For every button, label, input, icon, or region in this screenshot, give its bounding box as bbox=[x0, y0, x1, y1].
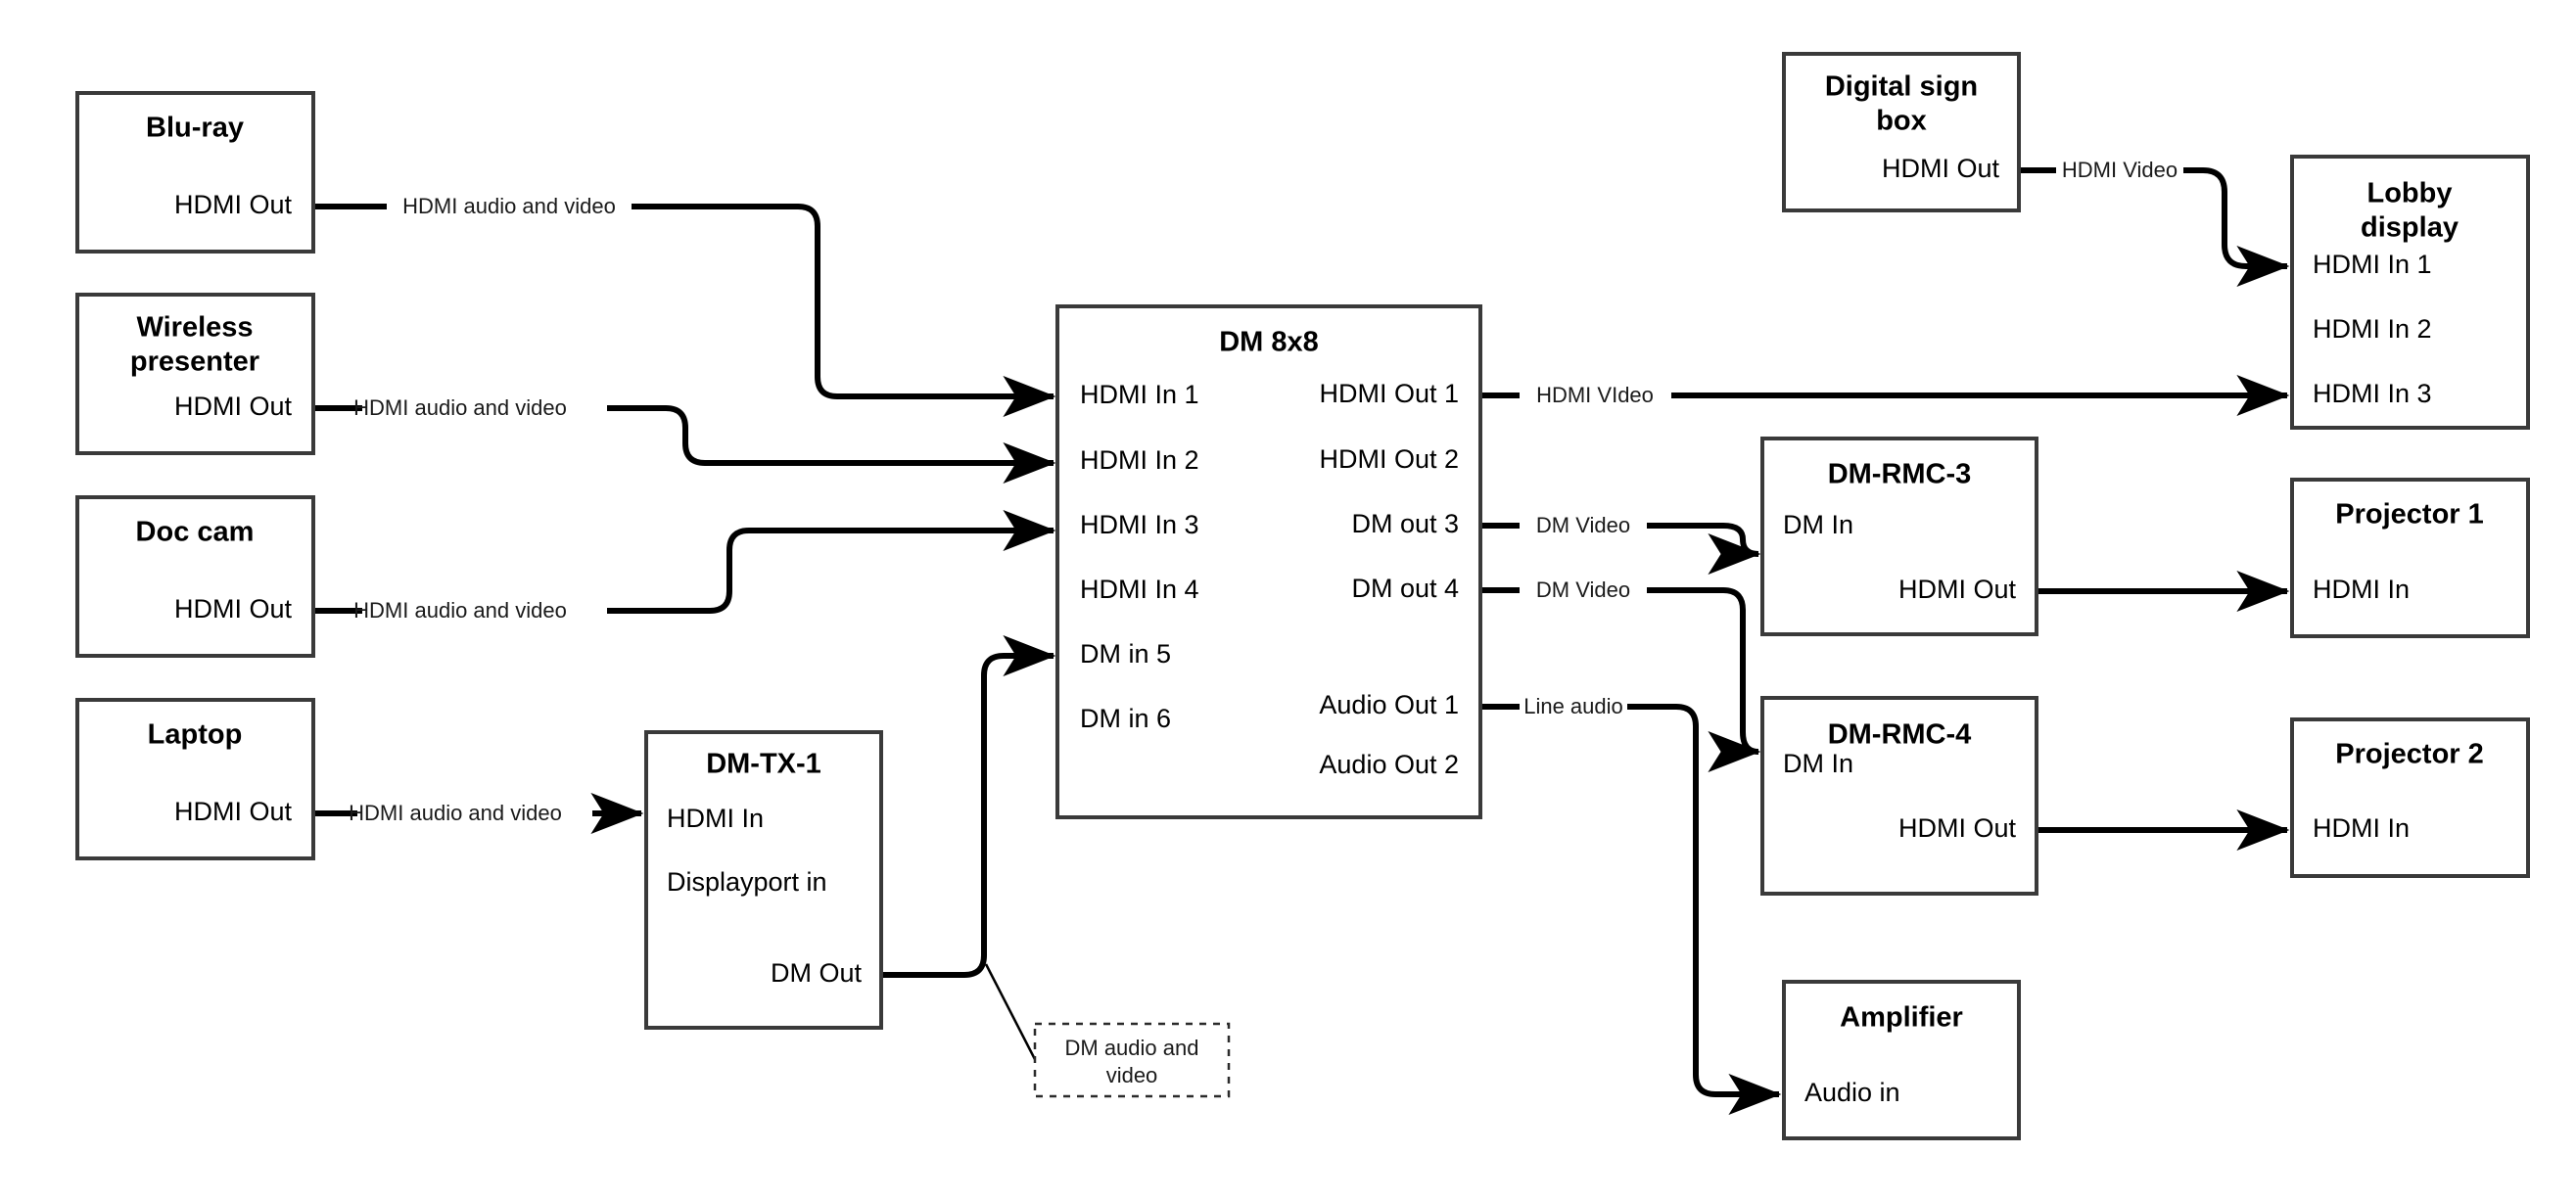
connection-doccam-to-hdmi-in-3: HDMI audio and video bbox=[313, 510, 1056, 623]
dm-8x8-input-dm-in-6: DM in 6 bbox=[1080, 704, 1171, 733]
dm-rmc-3-port-dm-in: DM In bbox=[1783, 510, 1853, 539]
dm-8x8-input-dm-in-5: DM in 5 bbox=[1080, 639, 1171, 669]
dm-8x8-output-audio-out-2: Audio Out 2 bbox=[1319, 750, 1459, 779]
connection-dm-out-3-to-rmc3: DM Video bbox=[1480, 513, 1761, 575]
wireless-presenter-box-outline bbox=[75, 293, 315, 455]
device-box-amplifier[interactable]: Amplifier Audio in bbox=[1782, 980, 2021, 1140]
wire-label-bluray: HDMI audio and video bbox=[402, 194, 616, 218]
wire-label-laptop: HDMI audio and video bbox=[349, 801, 562, 825]
laptop-port-hdmi-out: HDMI Out bbox=[174, 797, 293, 826]
device-box-dm-8x8[interactable]: DM 8x8 HDMI In 1 HDMI In 2 HDMI In 3 HDM… bbox=[1055, 304, 1482, 819]
blu-ray-title: Blu-ray bbox=[146, 113, 244, 144]
digital-sign-box-title-line-1: Digital sign bbox=[1825, 71, 1978, 103]
doc-cam-port-hdmi-out: HDMI Out bbox=[174, 594, 293, 624]
connection-dmtx-to-dm-in-5 bbox=[881, 635, 1056, 1070]
wire-label-dm-out-3: DM Video bbox=[1536, 513, 1630, 537]
dm-8x8-output-hdmi-out-2: HDMI Out 2 bbox=[1319, 444, 1459, 474]
lobby-display-title-line-2: display bbox=[2361, 212, 2459, 244]
connection-laptop-to-dmtx: HDMI audio and video bbox=[313, 793, 644, 834]
wireless-presenter-port-hdmi-out: HDMI Out bbox=[174, 392, 293, 421]
wire-label-dm-out-4: DM Video bbox=[1536, 577, 1630, 602]
connection-dm-out-4-to-rmc4: DM Video bbox=[1480, 577, 1761, 772]
dm-rmc-3-port-hdmi-out: HDMI Out bbox=[1898, 575, 2017, 604]
callout-note-box bbox=[1033, 1022, 1231, 1098]
wire-label-hdmi-out-1: HDMI VIdeo bbox=[1536, 383, 1654, 407]
projector-2-port-hdmi-in: HDMI In bbox=[2313, 813, 2410, 843]
connection-wireless-to-hdmi-in-2: HDMI audio and video bbox=[313, 395, 1056, 484]
digital-sign-box-port-hdmi-out: HDMI Out bbox=[1882, 154, 2000, 183]
amplifier-port-audio-in: Audio in bbox=[1804, 1078, 1900, 1107]
laptop-title: Laptop bbox=[148, 719, 243, 751]
dm-8x8-output-hdmi-out-1: HDMI Out 1 bbox=[1319, 379, 1459, 408]
dm-tx-1-port-hdmi-in: HDMI In bbox=[667, 804, 764, 833]
device-box-lobby-display[interactable]: Lobby display HDMI In 1 HDMI In 2 HDMI I… bbox=[2290, 155, 2530, 430]
device-box-projector-1[interactable]: Projector 1 HDMI In bbox=[2290, 478, 2530, 638]
projector-2-title: Projector 2 bbox=[2335, 739, 2484, 770]
doc-cam-title: Doc cam bbox=[136, 517, 255, 548]
dm-tx-1-port-dm-out: DM Out bbox=[771, 958, 863, 988]
projector-2-box-outline bbox=[2290, 717, 2530, 878]
device-box-dm-rmc-4[interactable]: DM-RMC-4 DM In HDMI Out bbox=[1760, 696, 2038, 896]
dm-8x8-input-hdmi-in-1: HDMI In 1 bbox=[1080, 380, 1199, 409]
dm-8x8-box-outline bbox=[1055, 304, 1482, 819]
projector-1-port-hdmi-in: HDMI In bbox=[2313, 575, 2410, 604]
connection-signbox-to-lobby: HDMI Video bbox=[2019, 158, 2290, 287]
doc-cam-box-outline bbox=[75, 495, 315, 658]
lobby-display-title-line-1: Lobby bbox=[2367, 178, 2453, 209]
digital-sign-box-outline bbox=[1782, 52, 2021, 212]
dm-rmc-4-title: DM-RMC-4 bbox=[1828, 719, 1972, 751]
connection-audio-out-1-to-amp: Line audio bbox=[1480, 694, 1782, 1115]
dm-8x8-output-audio-out-1: Audio Out 1 bbox=[1319, 690, 1459, 719]
blu-ray-port-hdmi-out: HDMI Out bbox=[174, 190, 293, 219]
callout-note-line-2: video bbox=[1106, 1063, 1158, 1087]
dm-rmc-4-box-outline bbox=[1760, 696, 2038, 896]
lobby-display-box-outline bbox=[2290, 155, 2530, 430]
dm-rmc-4-port-hdmi-out: HDMI Out bbox=[1898, 813, 2017, 843]
device-box-doc-cam[interactable]: Doc cam HDMI Out bbox=[75, 495, 315, 658]
projector-1-title: Projector 1 bbox=[2335, 499, 2484, 531]
dm-8x8-output-dm-out-3: DM out 3 bbox=[1351, 509, 1459, 538]
dm-tx-1-box-outline bbox=[644, 730, 883, 1030]
dm-rmc-4-port-dm-in: DM In bbox=[1783, 749, 1853, 778]
blu-ray-box-outline bbox=[75, 91, 315, 254]
device-box-digital-sign-box[interactable]: Digital sign box HDMI Out bbox=[1782, 52, 2021, 212]
amplifier-box-outline bbox=[1782, 980, 2021, 1140]
lobby-display-port-hdmi-in-1: HDMI In 1 bbox=[2313, 250, 2432, 279]
callout-leader-line bbox=[984, 963, 1042, 1070]
projector-1-box-outline bbox=[2290, 478, 2530, 638]
dm-rmc-3-box-outline bbox=[1760, 437, 2038, 636]
device-box-wireless-presenter[interactable]: Wireless presenter HDMI Out bbox=[75, 293, 315, 455]
device-box-dm-rmc-3[interactable]: DM-RMC-3 DM In HDMI Out bbox=[1760, 437, 2038, 636]
dm-tx-1-port-displayport-in: Displayport in bbox=[667, 867, 827, 897]
device-box-laptop[interactable]: Laptop HDMI Out bbox=[75, 698, 315, 860]
dm-8x8-input-hdmi-in-2: HDMI In 2 bbox=[1080, 445, 1199, 475]
callout-note-line-1: DM audio and bbox=[1065, 1036, 1199, 1060]
device-box-projector-2[interactable]: Projector 2 HDMI In bbox=[2290, 717, 2530, 878]
wire-label-wireless: HDMI audio and video bbox=[353, 395, 567, 420]
dm-8x8-title: DM 8x8 bbox=[1219, 327, 1319, 358]
device-box-dm-tx-1[interactable]: DM-TX-1 HDMI In Displayport in DM Out bbox=[644, 730, 883, 1030]
dm-rmc-3-title: DM-RMC-3 bbox=[1828, 459, 1972, 490]
dm-tx-1-title: DM-TX-1 bbox=[706, 749, 821, 780]
wire-label-audio-out-1: Line audio bbox=[1523, 694, 1623, 718]
dm-8x8-input-hdmi-in-4: HDMI In 4 bbox=[1080, 575, 1199, 604]
device-box-blu-ray[interactable]: Blu-ray HDMI Out bbox=[75, 91, 315, 254]
wire-label-doccam: HDMI audio and video bbox=[353, 598, 567, 623]
wire-label-signbox: HDMI Video bbox=[2062, 158, 2178, 182]
wireless-presenter-title-line-1: Wireless bbox=[136, 312, 253, 344]
connection-bluray-to-hdmi-in-1: HDMI audio and video bbox=[313, 194, 1056, 417]
wireless-presenter-title-line-2: presenter bbox=[130, 346, 259, 378]
laptop-box-outline bbox=[75, 698, 315, 860]
lobby-display-port-hdmi-in-2: HDMI In 2 bbox=[2313, 314, 2432, 344]
dm-8x8-output-dm-out-4: DM out 4 bbox=[1351, 574, 1459, 603]
connection-hdmi-out-1-to-lobby: HDMI VIdeo bbox=[1480, 375, 2290, 416]
dm-8x8-input-hdmi-in-3: HDMI In 3 bbox=[1080, 510, 1199, 539]
lobby-display-port-hdmi-in-3: HDMI In 3 bbox=[2313, 379, 2432, 408]
callout-note-dm-audio-video: DM audio and video bbox=[1033, 1022, 1231, 1098]
amplifier-title: Amplifier bbox=[1840, 1002, 1963, 1034]
digital-sign-box-title-line-2: box bbox=[1876, 106, 1927, 137]
